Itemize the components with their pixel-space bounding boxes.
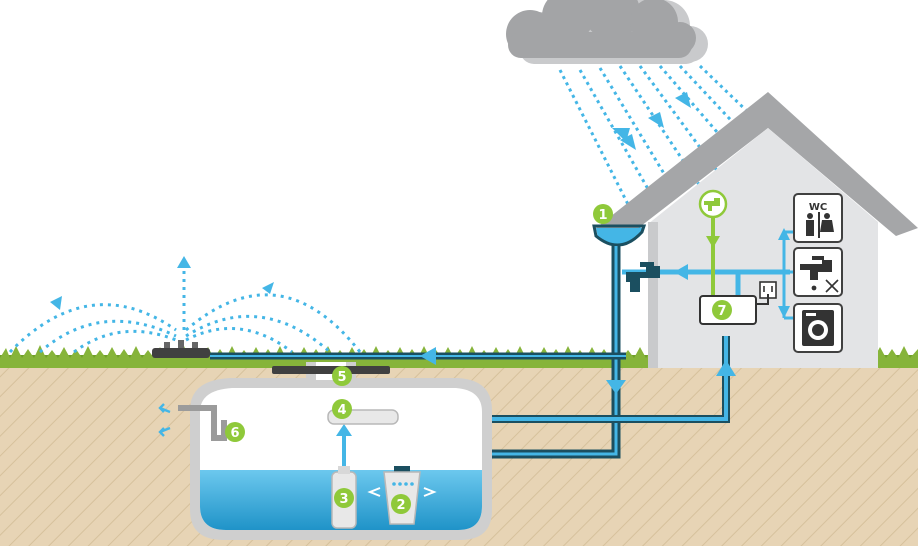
sprinkler-spray [8, 270, 362, 354]
label-gutter: 1 [593, 204, 613, 224]
label-pump: 3 [334, 488, 354, 508]
label-filter-text: 2 [396, 498, 405, 513]
spray-arrows [50, 256, 274, 310]
rain-cloud [506, 0, 708, 64]
plug-icon [756, 281, 777, 305]
mains-arrow [706, 236, 720, 248]
label-manhole-text: 5 [337, 370, 346, 385]
label-overflow: 6 [225, 422, 245, 442]
overflow-siphon [178, 405, 227, 441]
mains-water-tap-icon [698, 189, 728, 219]
label-floating-intake: 4 [332, 399, 352, 419]
label-overflow-text: 6 [230, 426, 239, 441]
garden-tap [626, 262, 660, 292]
rain-arrows [612, 92, 691, 150]
label-manhole: 5 [332, 366, 352, 386]
label-control-unit-text: 7 [717, 304, 726, 319]
wc-label: WC [809, 202, 827, 213]
wc-icon: WC [793, 193, 843, 243]
label-gutter-text: 1 [598, 208, 607, 223]
washing-machine-icon [793, 303, 843, 353]
label-pump-text: 3 [339, 492, 348, 507]
label-control-unit: 7 [712, 300, 732, 320]
label-filter: 2 [391, 494, 411, 514]
label-floating-intake-text: 4 [337, 403, 346, 418]
gutter [592, 224, 647, 247]
house [596, 92, 918, 368]
manhole-cover [272, 366, 390, 374]
garden-sprinkler [152, 340, 210, 358]
tap-icon [793, 247, 843, 297]
overflow-arrows [158, 403, 171, 437]
